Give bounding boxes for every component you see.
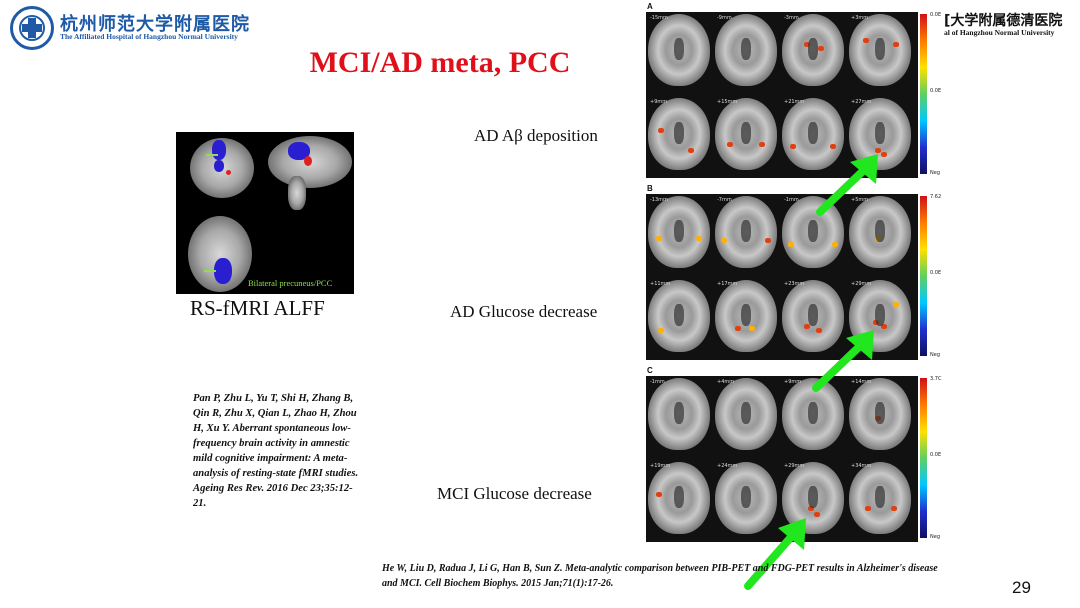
mri-slice: -15mm — [648, 14, 710, 86]
mri-slice: -13mm — [648, 196, 710, 268]
mri-slice: +27mm — [849, 98, 911, 170]
slide-title: MCI/AD meta, PCC — [309, 46, 571, 79]
mri-slice: +11mm — [648, 280, 710, 352]
mri-slice: +21mm — [782, 98, 844, 170]
colorbar-c — [920, 378, 927, 538]
mri-slice: +19mm — [648, 462, 710, 534]
mri-slice: -1mm — [648, 378, 710, 450]
label-ad-abeta: AD Aβ deposition — [474, 126, 598, 145]
mri-slice: +4mm — [715, 378, 777, 450]
fmri-figure: Bilateral precuneus/PCC — [176, 132, 354, 294]
colorbar-a — [920, 14, 927, 174]
label-ad-glucose: AD Glucose decrease — [450, 302, 598, 321]
hospital-name-cn: 杭州师范大学附属医院 — [60, 14, 250, 35]
mri-slice: -9mm — [715, 14, 777, 86]
hospital-right-name-en: al of Hangzhou Normal University — [944, 28, 1055, 37]
mri-slice: +24mm — [715, 462, 777, 534]
mri-slice: +15mm — [715, 98, 777, 170]
green-arrow-icon — [812, 330, 874, 392]
mri-slice: +17mm — [715, 280, 777, 352]
mri-slice: +14mm — [849, 378, 911, 450]
hospital-name-en: The Affiliated Hospital of Hangzhou Norm… — [60, 32, 238, 41]
mri-slice: +5mm — [849, 196, 911, 268]
mri-slice: -1mm — [782, 196, 844, 268]
hospital-right-name-cn: [大学附属德清医院 — [944, 13, 1063, 29]
mri-slice: +23mm — [782, 280, 844, 352]
green-arrow-icon — [744, 518, 806, 590]
left-reference: Pan P, Zhu L, Yu T, Shi H, Zhang B, Qin … — [193, 393, 359, 510]
hospital-logo-icon — [10, 6, 54, 50]
mri-slice: -3mm — [782, 14, 844, 86]
mri-slice: +29mm — [782, 462, 844, 534]
fmri-label: RS-fMRI ALFF — [190, 296, 325, 320]
colorbar-b — [920, 196, 927, 356]
green-arrow-icon — [816, 154, 878, 216]
mri-slice: +9mm — [648, 98, 710, 170]
label-mci-glucose: MCI Glucose decrease — [437, 484, 592, 503]
section-a-label: A — [647, 2, 653, 11]
mri-slice: +3mm — [849, 14, 911, 86]
page-number: 29 — [1012, 578, 1031, 597]
section-b-label: B — [647, 184, 653, 193]
pet-figure-panel: A -15mm -9mm -3mm +3mm +9mm +15mm +21mm … — [620, 0, 950, 545]
fmri-caption: Bilateral precuneus/PCC — [248, 278, 333, 288]
section-c-label: C — [647, 366, 653, 375]
bottom-reference: He W, Liu D, Radua J, Li G, Han B, Sun Z… — [382, 563, 938, 589]
mri-slice: -7mm — [715, 196, 777, 268]
mri-slice: +34mm — [849, 462, 911, 534]
